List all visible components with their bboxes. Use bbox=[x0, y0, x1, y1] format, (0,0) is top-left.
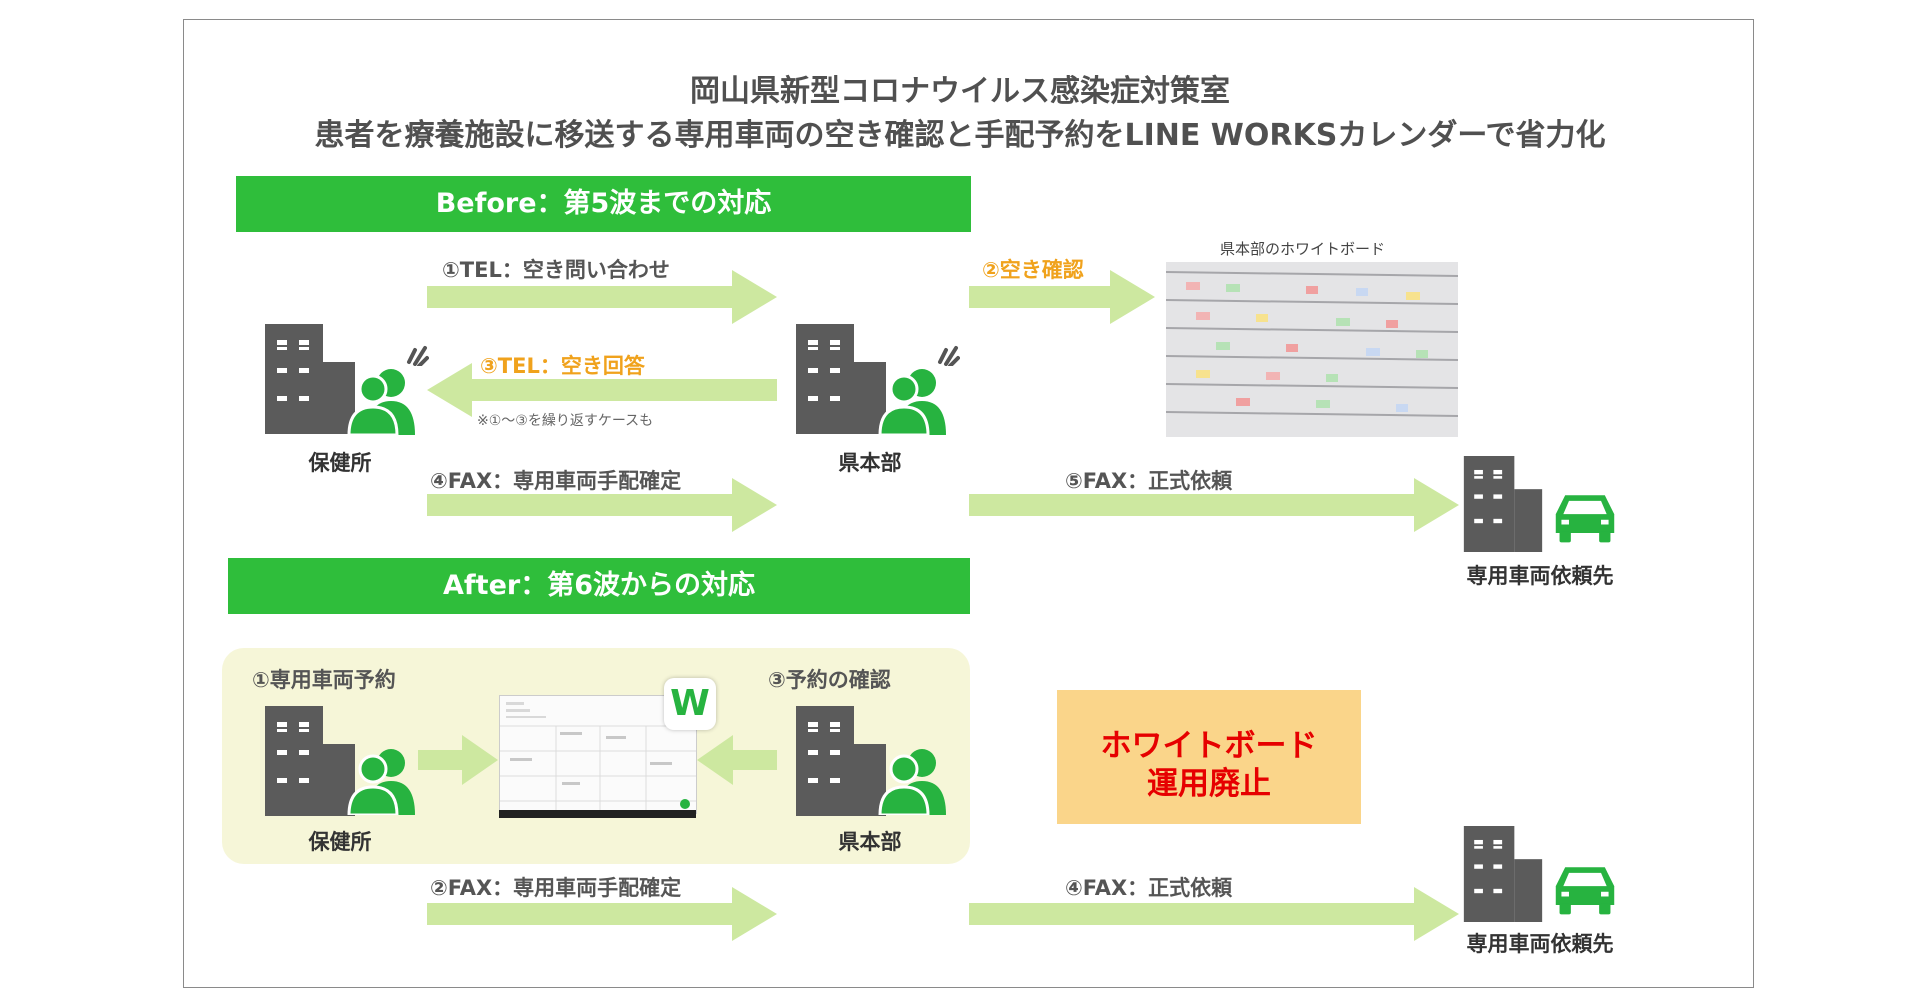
hq-building-icon bbox=[796, 706, 886, 816]
hq-person-icon bbox=[878, 365, 948, 435]
hq-person-icon bbox=[878, 745, 948, 815]
car-icon bbox=[1552, 860, 1618, 916]
whiteboard-photo bbox=[1166, 262, 1458, 437]
after-section-header: After：第6波からの対応 bbox=[228, 558, 970, 614]
health-center-label: 保健所 bbox=[270, 826, 410, 856]
abolished-line2: 運用廃止 bbox=[1057, 758, 1361, 803]
vendor-label: 専用車両依頼先 bbox=[1440, 560, 1640, 590]
health-center-building-icon bbox=[265, 324, 355, 434]
before-step2-arrow bbox=[969, 270, 1155, 324]
repeat-note: ※①～③を繰り返すケースも bbox=[477, 410, 653, 430]
health-center-label: 保健所 bbox=[270, 447, 410, 477]
page-title: 岡山県新型コロナウイルス感染症対策室 bbox=[0, 66, 1920, 110]
before-step1-arrow bbox=[427, 270, 777, 324]
vendor-building-icon bbox=[1460, 826, 1546, 922]
after-step4-arrow bbox=[969, 887, 1459, 941]
vendor-building-icon bbox=[1460, 456, 1546, 552]
hq-label: 県本部 bbox=[800, 826, 940, 856]
hq-label: 県本部 bbox=[800, 447, 940, 477]
tablet-bezel bbox=[499, 810, 696, 818]
vendor-label: 専用車両依頼先 bbox=[1440, 928, 1640, 958]
before-step3-arrow bbox=[427, 363, 777, 417]
whiteboard-abolished-box: ホワイトボード 運用廃止 bbox=[1057, 690, 1361, 824]
line-works-letter: W bbox=[664, 682, 716, 726]
hq-building-icon bbox=[796, 324, 886, 434]
before-section-header: Before：第5波までの対応 bbox=[236, 176, 971, 232]
health-center-building-icon bbox=[265, 706, 355, 816]
car-icon bbox=[1552, 488, 1618, 544]
after-step2-arrow bbox=[427, 887, 777, 941]
whiteboard-caption: 県本部のホワイトボード bbox=[1220, 238, 1385, 259]
line-works-icon: W bbox=[664, 678, 716, 730]
after-reserve-arrow bbox=[418, 735, 498, 785]
speech-mark-icon bbox=[405, 340, 429, 366]
health-center-person-icon bbox=[347, 365, 417, 435]
before-step4-arrow bbox=[427, 478, 777, 532]
health-center-person-icon bbox=[347, 745, 417, 815]
after-step1-label: ①専用車両予約 bbox=[252, 664, 396, 694]
before-step5-arrow bbox=[969, 478, 1459, 532]
after-confirm-arrow bbox=[697, 735, 777, 785]
after-step3-label: ③予約の確認 bbox=[768, 664, 891, 694]
speech-mark-icon bbox=[936, 340, 960, 366]
page-subtitle: 患者を療養施設に移送する専用車両の空き確認と手配予約をLINE WORKSカレン… bbox=[0, 110, 1920, 154]
